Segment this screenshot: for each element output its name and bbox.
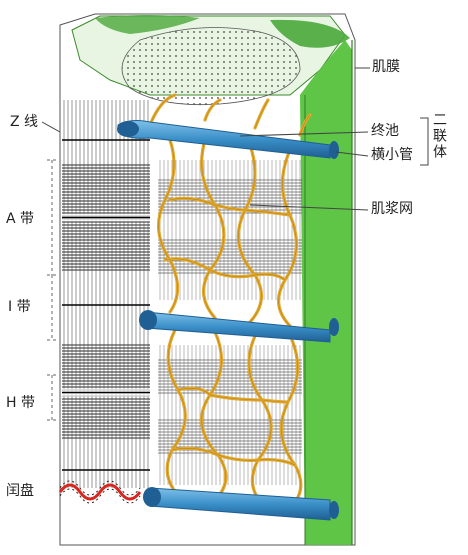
reticulum-outline: [278, 149, 297, 327]
reticulum-outline: [204, 99, 221, 121]
reticulum-outline: [238, 144, 262, 323]
reticulum-outline: [248, 335, 272, 504]
t-tubule-sarcolemma-section-1: [329, 141, 339, 159]
intercalated-disc: [58, 480, 142, 504]
reticulum-outline: [171, 448, 296, 466]
reticulum-outline: [281, 339, 302, 507]
t-tubule-sarcolemma-section-3: [329, 501, 339, 519]
reticulum-outline: [169, 198, 291, 216]
label-sarcolemma: 肌膜: [372, 59, 400, 75]
label-z-line: Z 线: [10, 114, 39, 130]
reticulum-outline: [158, 139, 178, 313]
reticulum-outline: [164, 258, 286, 281]
reticulum-outline: [166, 329, 186, 496]
t-tubule-sarcolemma-section-2: [329, 318, 339, 336]
label-diad: 二联体: [431, 112, 447, 160]
t-tubule-upper-opening: [117, 121, 139, 137]
label-a-band: A 带: [6, 211, 35, 227]
sarcoplasmic-reticulum-network: [148, 93, 312, 508]
reticulum-outline: [299, 114, 311, 136]
label-transverse-tubule: 横小管: [371, 147, 413, 163]
label-sarcoplasmic-reticulum: 肌浆网: [371, 201, 413, 217]
t-tubule-lower-opening: [143, 487, 161, 507]
sarcolemma-membrane: [300, 40, 353, 545]
t-tubule-middle-opening: [139, 310, 157, 330]
leader-lines: [41, 67, 429, 211]
reticulum-outline: [177, 388, 289, 403]
label-h-band: H 带: [6, 395, 35, 411]
transverse-tubules: [117, 120, 339, 521]
reticulum-outline: [201, 139, 225, 319]
band-brackets: [47, 159, 57, 421]
reticulum-outline: [254, 99, 269, 129]
label-i-band: I 带: [8, 299, 31, 315]
label-terminal-cisterna: 终池: [371, 123, 399, 139]
reticulum-outline: [149, 94, 176, 126]
reticulum-outline: [201, 331, 227, 501]
myofibril-striations-left: [62, 100, 150, 488]
fiber-cross-section: [71, 15, 350, 106]
label-intercalated-disc: 闰盘: [6, 483, 34, 499]
